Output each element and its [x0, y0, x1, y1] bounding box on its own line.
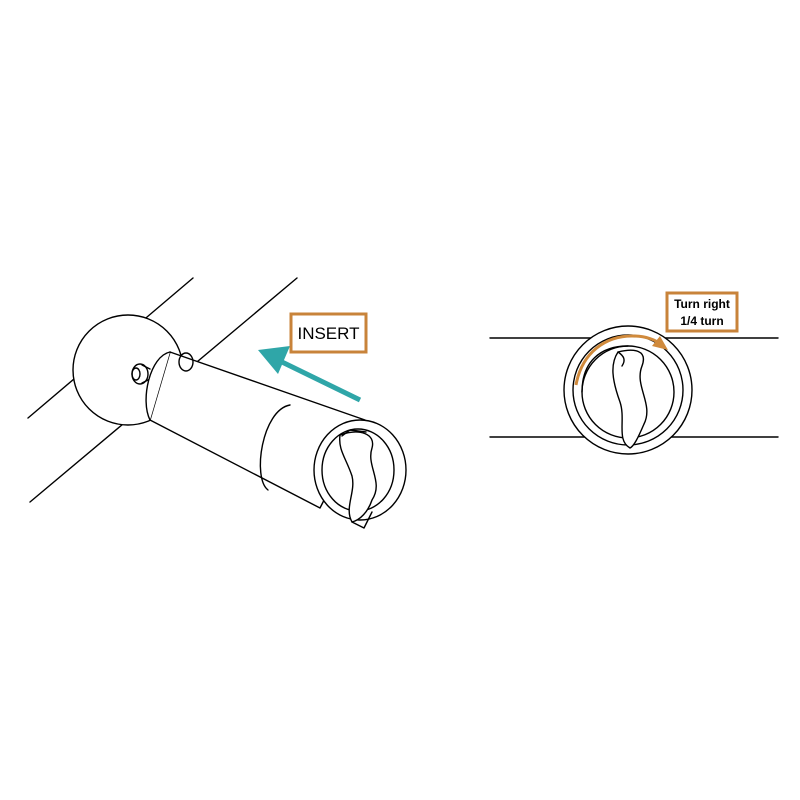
insert-illustration: INSERT — [27, 277, 407, 529]
insert-label: INSERT — [289, 312, 368, 354]
turn-label-line2: 1/4 turn — [680, 314, 723, 328]
cylinder-body — [145, 351, 366, 509]
turn-illustration: Turn right 1/4 turn — [489, 291, 779, 455]
turn-label: Turn right 1/4 turn — [665, 291, 739, 333]
insert-arrow — [258, 346, 362, 403]
end-cap — [313, 419, 407, 529]
turn-arrow — [574, 334, 668, 386]
round-knob — [563, 325, 693, 455]
turn-label-line1: Turn right — [674, 297, 730, 311]
insert-label-text: INSERT — [297, 324, 359, 343]
